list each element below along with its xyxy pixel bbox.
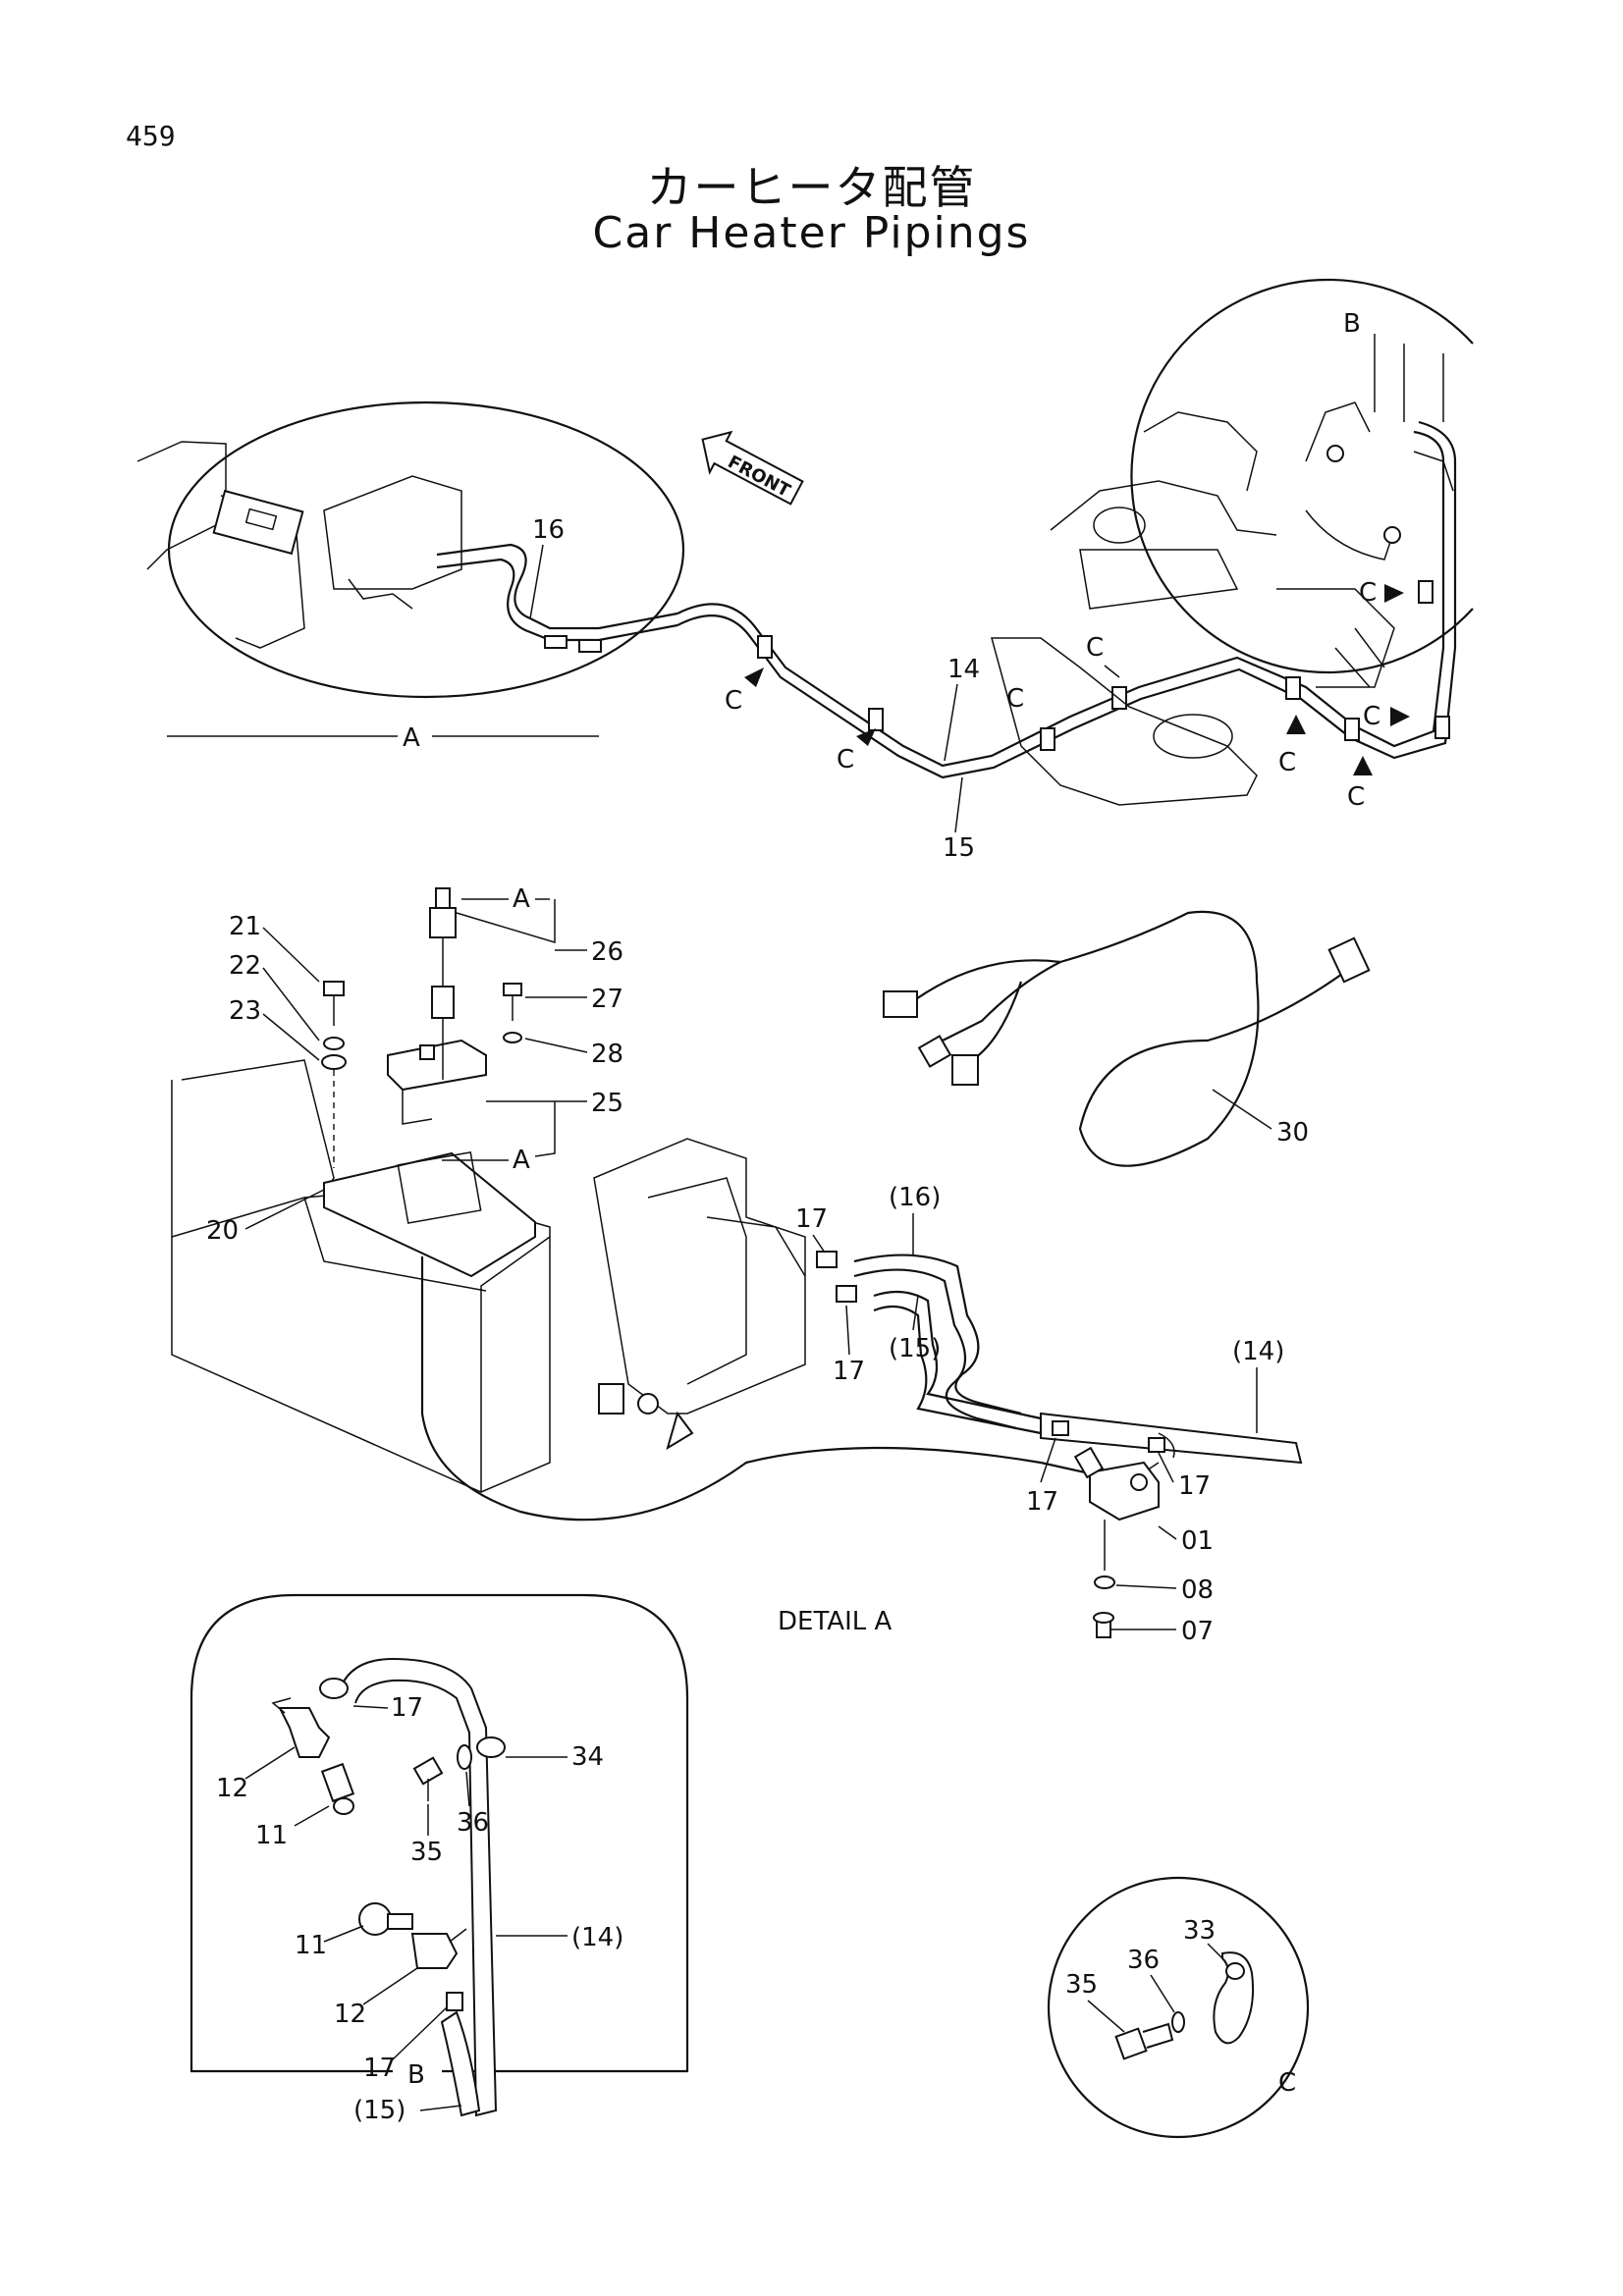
top-clamp-label-8: C xyxy=(1359,578,1377,608)
detail-c-circle xyxy=(1047,1876,1310,2139)
page-title-japanese: カーヒータ配管 xyxy=(646,161,977,214)
top-detail-b-label: B xyxy=(1343,309,1361,339)
label-22: 22 xyxy=(229,951,261,981)
label-25: 25 xyxy=(591,1089,623,1118)
label-27: 27 xyxy=(591,985,623,1014)
label-15-paren: (15) xyxy=(889,1334,941,1363)
top-clamp-label-1: C xyxy=(725,686,742,716)
page-title-english: Car Heater Pipings xyxy=(592,208,1031,258)
label-b-36: 36 xyxy=(457,1808,489,1838)
top-label-16: 16 xyxy=(532,515,565,545)
top-detail-a-ellipse xyxy=(136,400,685,699)
top-clamp-label-2: C xyxy=(837,745,854,774)
ref-a-top: A xyxy=(513,884,530,914)
top-detail-b-circle xyxy=(1130,278,1474,674)
label-b-17-top: 17 xyxy=(391,1693,423,1723)
label-16-paren: (16) xyxy=(889,1183,941,1212)
label-c-33: 33 xyxy=(1183,1916,1216,1946)
top-label-14: 14 xyxy=(947,655,980,684)
wiring-harness-30 xyxy=(883,910,1371,1167)
label-23: 23 xyxy=(229,996,261,1026)
top-heater-pipe-route xyxy=(676,420,1457,779)
label-17-b: 17 xyxy=(833,1357,865,1386)
top-clamp-label-7: C xyxy=(1363,702,1380,731)
detail-c-labels: 33 36 35 C xyxy=(1065,1916,1296,2098)
top-clamp-label-6: C xyxy=(1347,782,1365,812)
top-clamp-label-3: C xyxy=(1006,684,1024,714)
label-28: 28 xyxy=(591,1040,623,1069)
top-label-15: 15 xyxy=(943,833,975,863)
label-17-c: 17 xyxy=(1026,1487,1058,1517)
label-b-17-bottom: 17 xyxy=(363,2054,396,2083)
label-26: 26 xyxy=(591,937,623,967)
page-number: 459 xyxy=(126,120,176,152)
detail-b-labels: 17 12 11 35 36 34 (14) 11 12 17 (15) B xyxy=(216,1693,623,2125)
detail-b-panel xyxy=(189,1593,689,2117)
label-07: 07 xyxy=(1181,1617,1214,1646)
label-b-34: 34 xyxy=(571,1742,604,1772)
label-14-paren: (14) xyxy=(1232,1337,1284,1366)
front-arrow: FRONT xyxy=(701,430,804,506)
detail-b-label: B xyxy=(407,2060,425,2090)
label-08: 08 xyxy=(1181,1575,1214,1605)
label-30: 30 xyxy=(1276,1118,1309,1148)
label-20: 20 xyxy=(206,1216,239,1246)
detail-a-labels: 21 22 23 A 26 27 28 25 A 20 30 (16) 17 (… xyxy=(206,884,1309,1646)
top-clamp-callouts: C C C C C C C C xyxy=(725,578,1410,812)
label-21: 21 xyxy=(229,912,261,941)
label-b-15-paren: (15) xyxy=(353,2096,406,2125)
label-b-35: 35 xyxy=(410,1838,443,1867)
label-b-11-bottom: 11 xyxy=(295,1931,327,1960)
label-01: 01 xyxy=(1181,1526,1214,1556)
label-b-12-top: 12 xyxy=(216,1774,248,1803)
detail-a-assembly xyxy=(171,887,1303,1638)
top-clamp-label-5: C xyxy=(1278,748,1296,777)
label-17-d: 17 xyxy=(1178,1471,1211,1501)
label-b-11-top: 11 xyxy=(255,1821,288,1850)
top-clamp-label-4: C xyxy=(1086,633,1104,663)
top-detail-a-label: A xyxy=(403,723,420,753)
label-b-14-paren: (14) xyxy=(571,1923,623,1952)
detail-a-caption: DETAIL A xyxy=(778,1607,893,1636)
label-c-36: 36 xyxy=(1127,1946,1160,1975)
label-17-a: 17 xyxy=(795,1204,828,1234)
label-b-12-bottom: 12 xyxy=(334,2000,366,2029)
label-c-35: 35 xyxy=(1065,1970,1098,2000)
top-engine-sketch xyxy=(991,411,1395,806)
detail-c-label: C xyxy=(1278,2068,1296,2098)
ref-a-bottom: A xyxy=(513,1146,530,1175)
